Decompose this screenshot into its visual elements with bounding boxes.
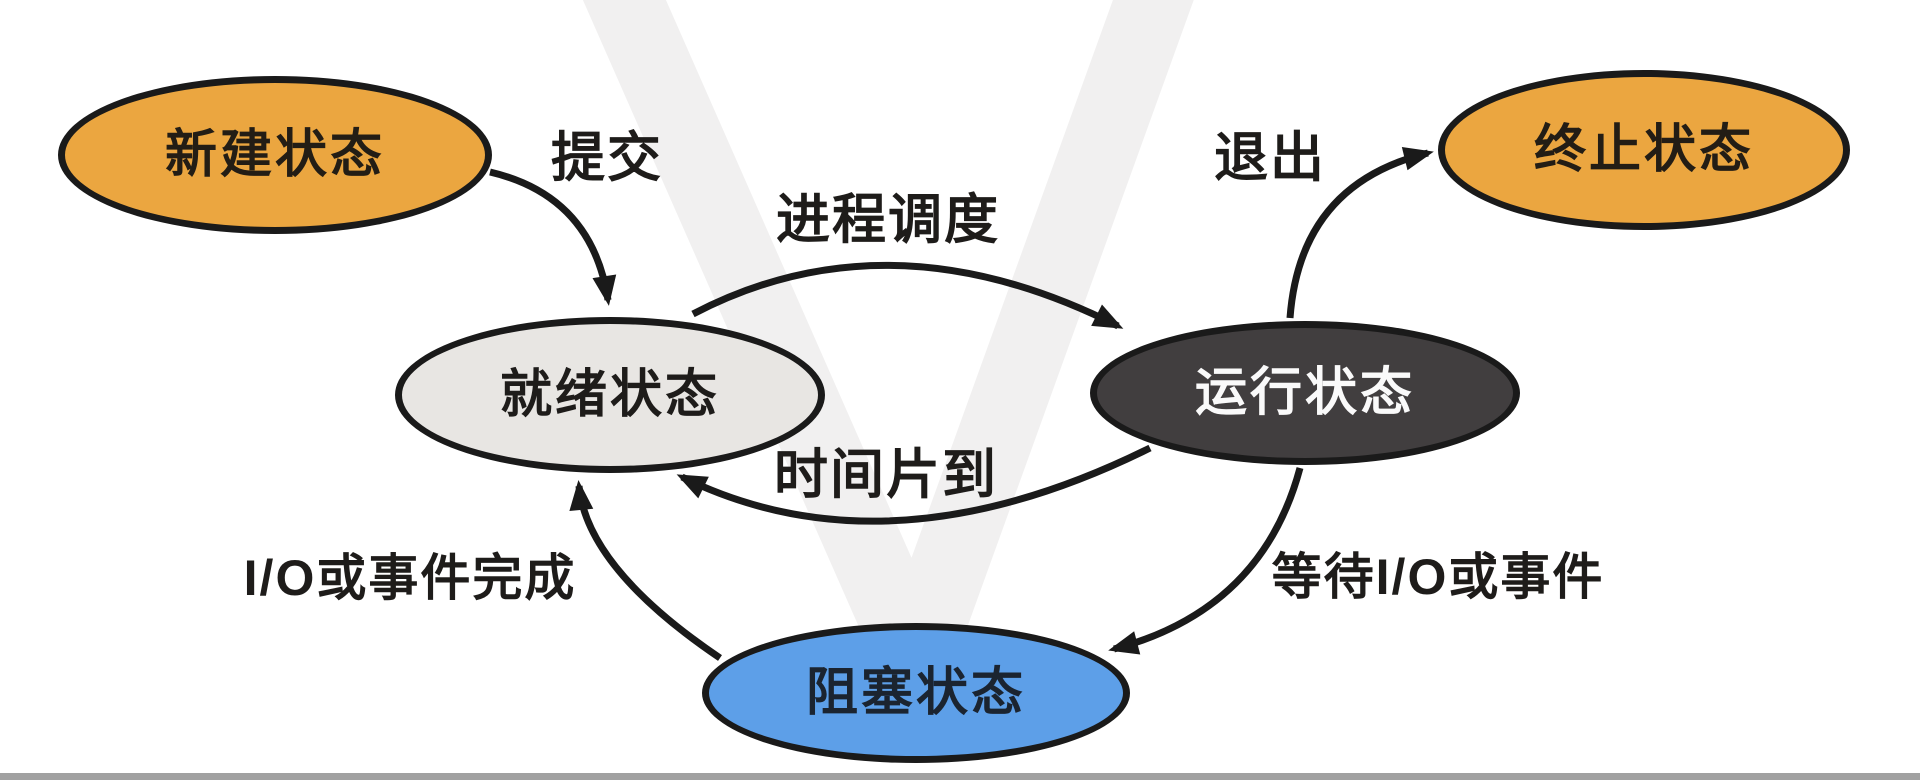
bottom-divider	[0, 773, 1920, 780]
node-running-state: 运行状态	[1090, 321, 1520, 465]
arrow-schedule	[691, 261, 1124, 330]
node-new-state: 新建状态	[58, 76, 492, 234]
edge-label-exit: 退出	[1214, 128, 1326, 188]
arrow-submit	[489, 168, 617, 306]
edge-label-schedule: 进程调度	[776, 190, 1000, 250]
node-ready-state: 就绪状态	[395, 317, 825, 473]
edge-label-timeslice: 时间片到	[774, 445, 998, 505]
arrow-wait-io	[1108, 467, 1304, 655]
node-blocked-state: 阻塞状态	[702, 623, 1130, 763]
node-blocked-state-label: 阻塞状态	[805, 664, 1026, 722]
arrow-io-complete	[569, 480, 722, 661]
edge-label-submit: 提交	[551, 128, 663, 188]
edge-label-io-complete: I/O或事件完成	[243, 550, 577, 606]
node-ready-state-label: 就绪状态	[499, 366, 720, 424]
node-running-state-label: 运行状态	[1194, 364, 1415, 422]
node-terminated-state-label: 终止状态	[1533, 121, 1754, 179]
node-new-state-label: 新建状态	[164, 126, 385, 184]
arrow-timeslice	[676, 444, 1152, 525]
arrow-exit	[1286, 146, 1434, 319]
edge-label-wait-io: 等待I/O或事件	[1271, 549, 1605, 605]
node-terminated-state: 终止状态	[1438, 70, 1850, 230]
